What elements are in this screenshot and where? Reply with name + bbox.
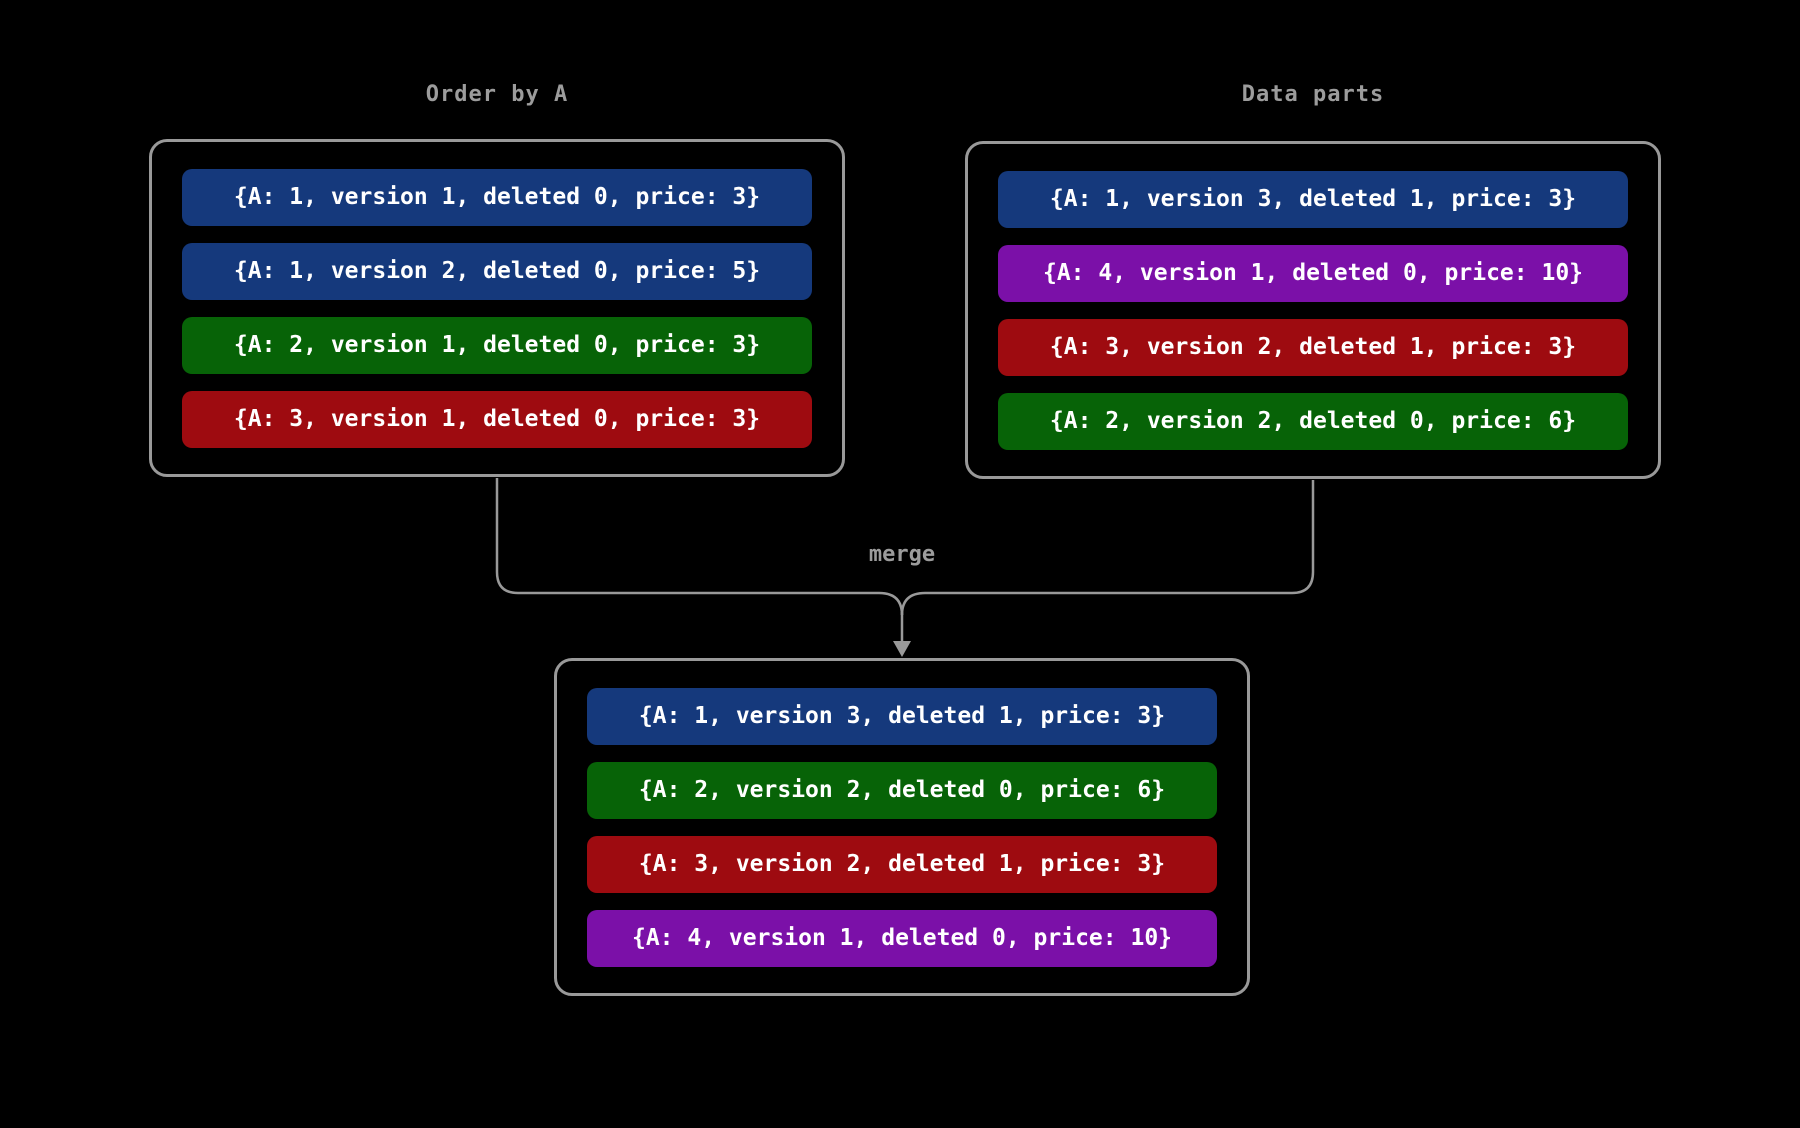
data-row: {A: 1, version 1, deleted 0, price: 3}	[182, 168, 812, 226]
merged-result-box: {A: 1, version 3, deleted 1, price: 3} {…	[554, 658, 1250, 996]
data-row: {A: 1, version 3, deleted 1, price: 3}	[587, 687, 1217, 745]
merge-label: merge	[868, 542, 936, 567]
data-row: {A: 3, version 1, deleted 0, price: 3}	[182, 390, 812, 448]
data-row: {A: 2, version 1, deleted 0, price: 3}	[182, 316, 812, 374]
data-row: {A: 3, version 2, deleted 1, price: 3}	[587, 835, 1217, 893]
order-by-a-box: {A: 1, version 1, deleted 0, price: 3} {…	[149, 139, 845, 477]
data-parts-title: Data parts	[1241, 82, 1385, 107]
order-by-a-title: Order by A	[425, 82, 569, 107]
data-row: {A: 4, version 1, deleted 0, price: 10}	[587, 909, 1217, 967]
data-row: {A: 4, version 1, deleted 0, price: 10}	[998, 244, 1628, 302]
data-row: {A: 1, version 2, deleted 0, price: 5}	[182, 242, 812, 300]
data-row: {A: 1, version 3, deleted 1, price: 3}	[998, 170, 1628, 228]
data-parts-box: {A: 1, version 3, deleted 1, price: 3} {…	[965, 141, 1661, 479]
data-row: {A: 2, version 2, deleted 0, price: 6}	[998, 392, 1628, 450]
arrowhead-icon	[893, 641, 911, 657]
data-row: {A: 3, version 2, deleted 1, price: 3}	[998, 318, 1628, 376]
data-row: {A: 2, version 2, deleted 0, price: 6}	[587, 761, 1217, 819]
